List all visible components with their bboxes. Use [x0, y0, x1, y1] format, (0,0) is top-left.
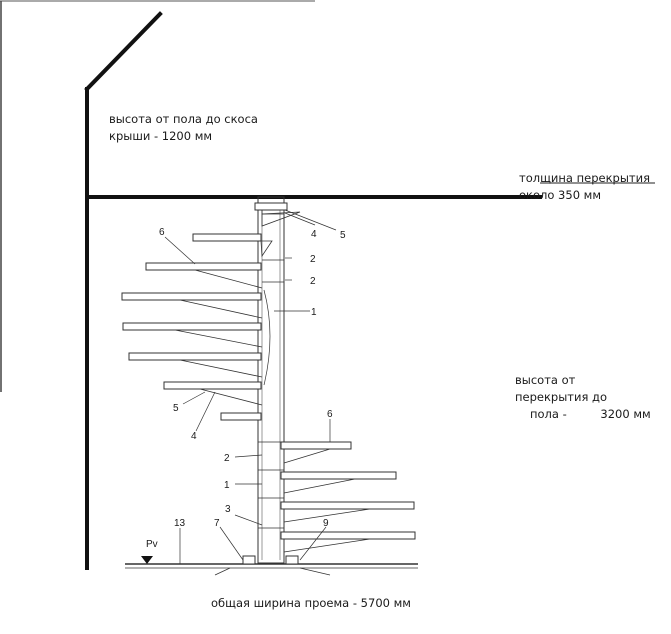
callout-9: 9 — [323, 518, 329, 529]
floor-height-line3: пола - 3200 мм — [515, 406, 651, 423]
brackets-left — [174, 211, 301, 406]
callout-1-upper: 1 — [311, 307, 317, 318]
callout-2-upper: 2 — [310, 254, 316, 265]
treads-left — [121, 202, 288, 421]
central-column — [257, 196, 285, 564]
callout-4-lower: 4 — [191, 431, 197, 442]
roof-height-line1: высота от пола до скоса — [109, 112, 258, 126]
pv-arrow — [141, 556, 153, 564]
slab-thickness-note: толщина перекрытия около 350 мм — [519, 170, 650, 204]
slab-thickness-line2: около 350 мм — [519, 188, 602, 202]
roof-slope-line — [84, 11, 163, 92]
callout-4-top: 4 — [311, 229, 317, 240]
roof-height-note: высота от пола до скоса крыши - 1200 мм — [109, 111, 258, 145]
roof-height-line2: крыши - 1200 мм — [109, 129, 213, 143]
callout-2-lower: 2 — [224, 453, 230, 464]
callout-labels: 5 4 6 2 2 1 5 4 6 2 1 3 13 7 9 Pv — [146, 227, 346, 550]
floor-height-value: 3200 мм — [600, 407, 651, 421]
callout-2-middle: 2 — [310, 276, 316, 287]
ground-floor — [125, 563, 418, 576]
room-outline — [84, 11, 542, 570]
floor-height-line1: высота от — [515, 373, 576, 387]
callout-5-lower: 5 — [173, 403, 179, 414]
floor-height-label: пола - — [530, 407, 567, 421]
opening-width-note: общая ширина проема - 5700 мм — [211, 596, 411, 610]
callout-6-lower: 6 — [327, 409, 333, 420]
callout-7: 7 — [214, 518, 220, 529]
callout-6-top: 6 — [159, 227, 165, 238]
callout-3: 3 — [225, 504, 231, 515]
treads-right — [280, 441, 416, 540]
brackets-right — [283, 448, 371, 553]
slab-thickness-line1: толщина перекрытия — [519, 171, 650, 185]
callout-pv: Pv — [146, 539, 158, 550]
floor-height-line2: перекрытия до — [515, 390, 608, 404]
callout-13: 13 — [174, 518, 186, 529]
floor-height-note: высота от перекрытия до пола - 3200 мм — [515, 372, 651, 423]
callout-1-lower: 1 — [224, 480, 230, 491]
callout-5-top: 5 — [340, 230, 346, 241]
leader-lines — [164, 209, 337, 564]
